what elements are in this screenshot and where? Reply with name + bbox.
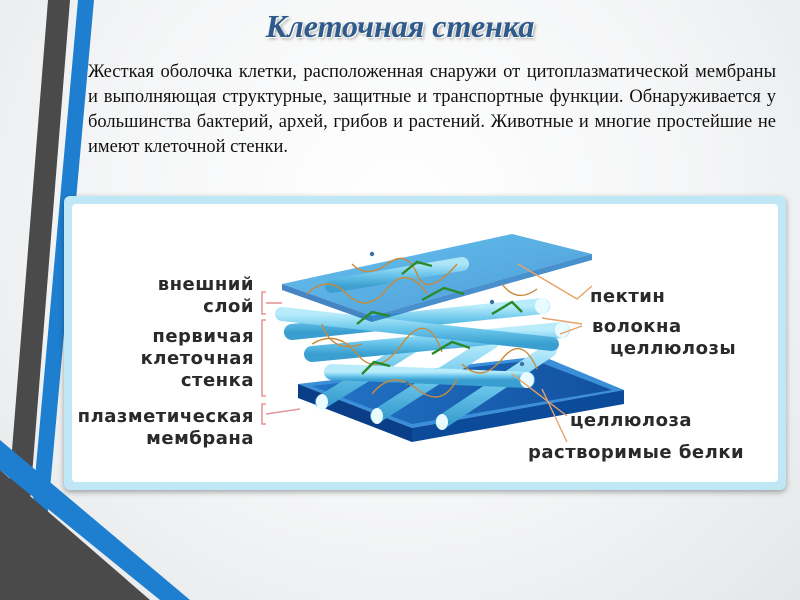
cell-wall-diagram [261, 234, 624, 443]
label-primary-wall-line1: первичая [152, 326, 254, 347]
label-outer-layer-line1: внешний [157, 274, 254, 295]
particles [369, 251, 525, 387]
label-cellulose-fibers-line2: целлюлозы [610, 338, 737, 359]
label-outer-layer-line2: слой [203, 296, 254, 317]
label-outer-layer: внешний слой [144, 274, 254, 318]
label-pectin: пектин [590, 286, 666, 307]
label-primary-wall-line2: клеточная [140, 348, 254, 369]
diagram-canvas: внешний слой первичая клеточная стенка п… [72, 204, 778, 482]
pectin-strands [306, 257, 538, 398]
stripe-dark-bottom [0, 470, 150, 600]
diagram-panel: внешний слой первичая клеточная стенка п… [64, 196, 786, 490]
label-plasma-membrane: плазметическая мембрана [74, 406, 254, 450]
label-plasma-membrane-line1: плазметическая [77, 406, 254, 427]
label-cellulose-fibers: волокна целлюлозы [592, 316, 736, 360]
label-cellulose-fibers-line1: волокна [592, 316, 682, 337]
pointer-lines [511, 263, 593, 443]
slide-description: Жесткая оболочка клетки, расположенная с… [88, 62, 776, 157]
label-soluble-proteins: растворимые белки [528, 442, 745, 463]
stripe-blue-left [24, 0, 94, 600]
label-primary-wall-line3: стенка [180, 370, 254, 391]
soluble-protein-lines [356, 260, 523, 375]
label-plasma-membrane-line2: мембрана [146, 428, 254, 449]
left-brackets [261, 291, 301, 425]
outer-layer [282, 234, 592, 322]
slide-title: Клеточная стенка [265, 8, 535, 44]
label-cellulose: целлюлоза [570, 410, 693, 431]
label-primary-cell-wall: первичая клеточная стенка [112, 326, 254, 392]
stripe-blue-bottom [0, 440, 190, 600]
stripe-dark-left [0, 0, 70, 600]
cellulose-fibers-middle [275, 298, 570, 388]
